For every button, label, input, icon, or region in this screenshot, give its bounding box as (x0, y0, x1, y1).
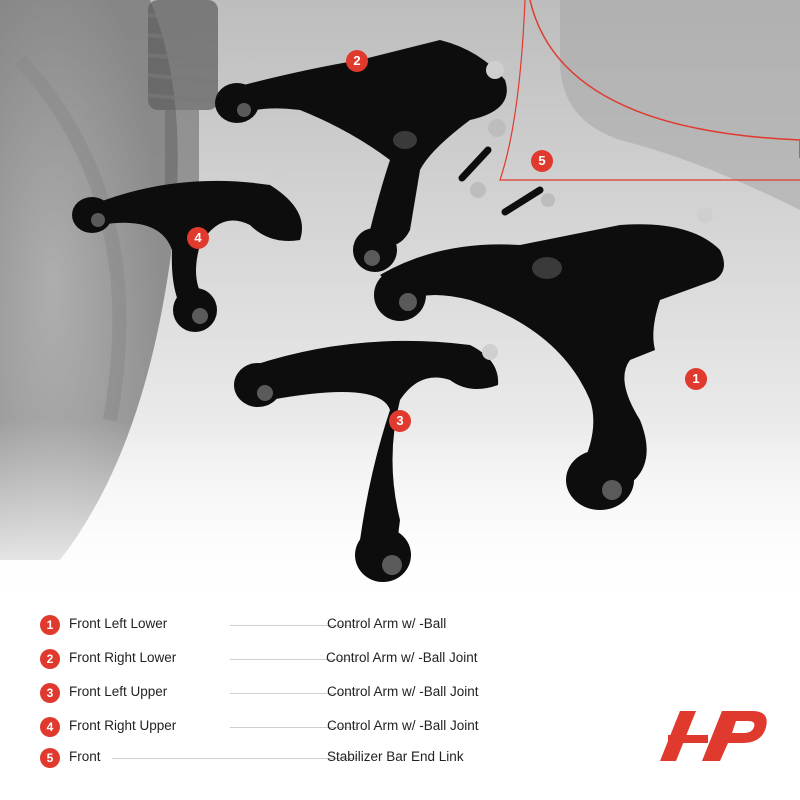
product-scene: 2 4 5 1 3 (0, 0, 800, 610)
accent-curve (529, 0, 800, 159)
legend-position: Front Right Upper (69, 718, 177, 733)
callout-2: 2 (346, 50, 368, 72)
callout-1: 1 (685, 368, 707, 390)
legend-position: Front Left Upper (69, 684, 168, 699)
accent-outline (499, 0, 800, 181)
legend-leader-line (230, 693, 358, 694)
legend-row-2: 2 Front Right Lower Control Arm w/ -Ball… (40, 649, 560, 671)
legend-number: 4 (40, 717, 60, 737)
legend-number: 3 (40, 683, 60, 703)
product-illustration (0, 0, 800, 610)
parts-legend: 1 Front Left Lower Control Arm w/ -Ball … (0, 610, 800, 800)
legend-row-4: 4 Front Right Upper Control Arm w/ -Ball… (40, 717, 560, 739)
legend-row-1: 1 Front Left Lower Control Arm w/ -Ball (40, 615, 560, 637)
legend-description: Control Arm w/ -Ball Joint (327, 684, 479, 699)
legend-position: Front Right Lower (69, 650, 177, 665)
legend-leader-line (230, 625, 358, 626)
legend-row-5: 5 Front Stabilizer Bar End Link (40, 748, 560, 770)
legend-number: 5 (40, 748, 60, 768)
legend-description: Stabilizer Bar End Link (327, 749, 464, 764)
legend-position: Front (69, 749, 101, 764)
legend-position: Front Left Lower (69, 616, 168, 631)
stabilizer-links (458, 146, 544, 216)
callout-4: 4 (187, 227, 209, 249)
coil-spring (148, 0, 218, 110)
callout-3: 3 (389, 410, 411, 432)
brand-logo-icon (652, 705, 772, 765)
callout-5: 5 (531, 150, 553, 172)
legend-leader-line (112, 758, 358, 759)
legend-number: 1 (40, 615, 60, 635)
legend-description: Control Arm w/ -Ball Joint (326, 650, 478, 665)
frame-panel (560, 0, 800, 210)
legend-number: 2 (40, 649, 60, 669)
legend-leader-line (230, 659, 358, 660)
bottom-fade (0, 420, 800, 610)
legend-row-3: 3 Front Left Upper Control Arm w/ -Ball … (40, 683, 560, 705)
legend-description: Control Arm w/ -Ball (327, 616, 447, 631)
legend-description: Control Arm w/ -Ball Joint (327, 718, 479, 733)
legend-leader-line (230, 727, 358, 728)
